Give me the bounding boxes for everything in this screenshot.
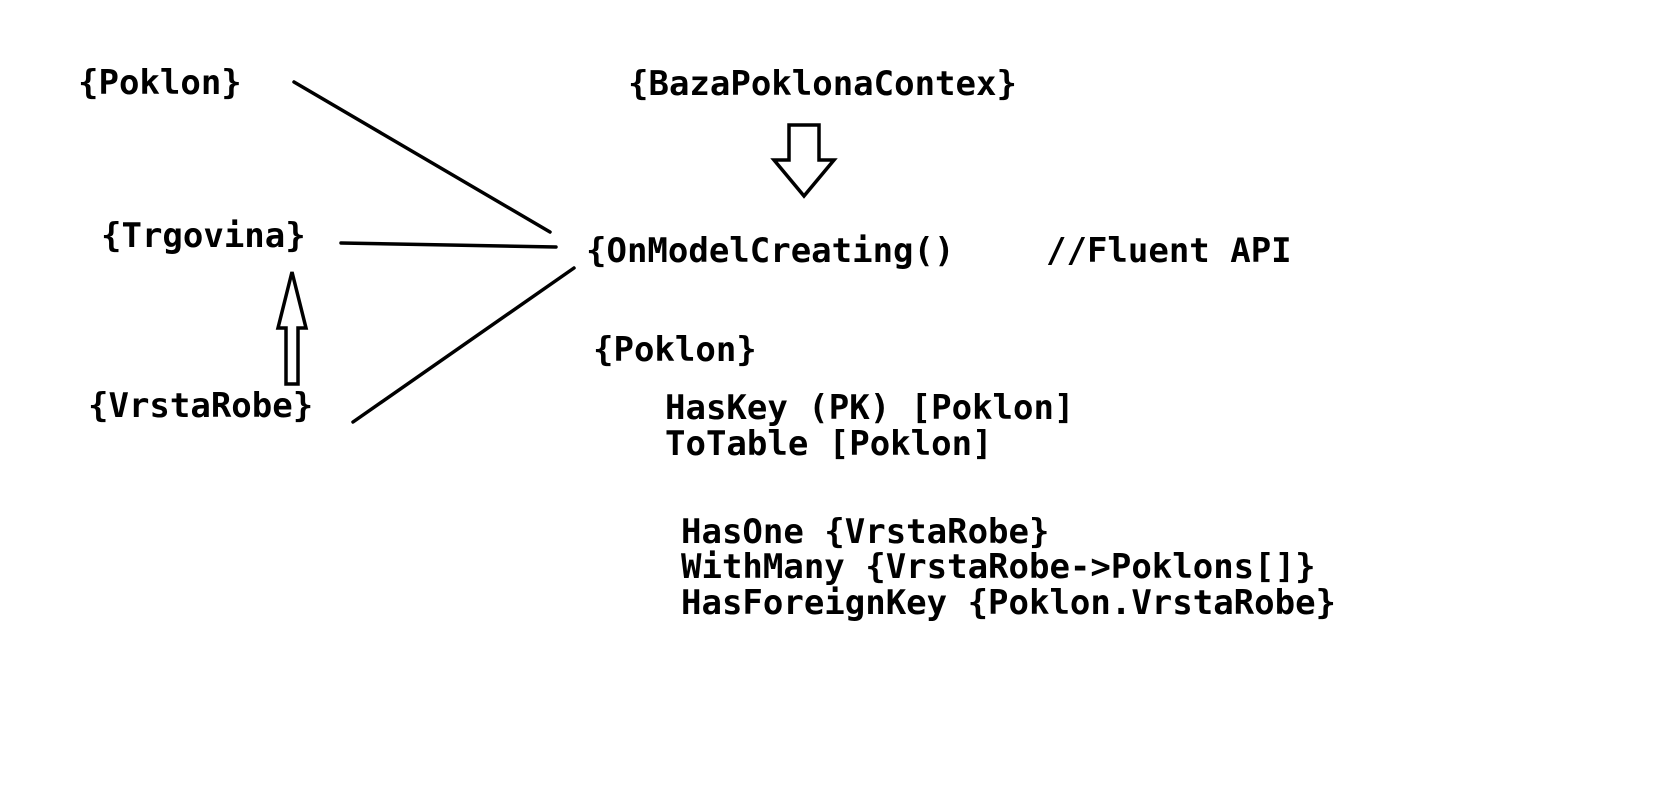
config-line-hasone: HasOne {VrstaRobe} bbox=[681, 512, 1050, 552]
connector-vrstarobe-to-onmodelcreating bbox=[351, 266, 576, 424]
config-line-withmany: WithMany {VrstaRobe->Poklons[]} bbox=[681, 547, 1316, 587]
context-name-label: {BazaPoklonaContex} bbox=[628, 64, 1017, 104]
entity-vrstarobe-label: {VrstaRobe} bbox=[88, 386, 314, 426]
connector-poklon-to-onmodelcreating bbox=[292, 80, 552, 234]
fluent-api-comment: //Fluent API bbox=[1046, 231, 1292, 271]
connector-trgovina-to-onmodelcreating bbox=[339, 241, 558, 249]
arrow-up-icon bbox=[275, 271, 309, 386]
onmodelcreating-label: {OnModelCreating() bbox=[586, 231, 955, 271]
config-entity-label: {Poklon} bbox=[593, 330, 757, 370]
entity-poklon-label: {Poklon} bbox=[78, 63, 242, 103]
config-line-hasforeignkey: HasForeignKey {Poklon.VrstaRobe} bbox=[681, 583, 1337, 623]
entity-trgovina-label: {Trgovina} bbox=[101, 216, 306, 256]
config-line-totable: ToTable [Poklon] bbox=[665, 424, 993, 464]
config-line-haskey: HasKey (PK) [Poklon] bbox=[665, 388, 1075, 428]
arrow-down-icon bbox=[770, 123, 838, 199]
